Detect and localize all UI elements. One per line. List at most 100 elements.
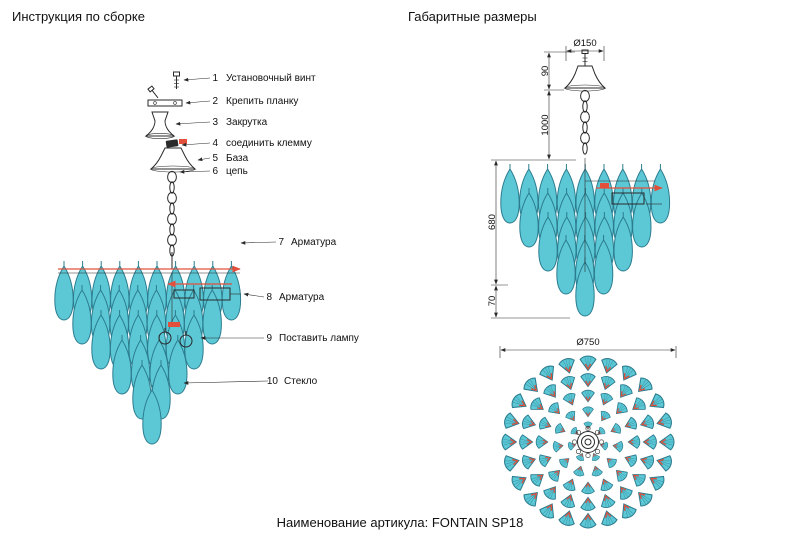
glass-fan: [649, 393, 665, 409]
glass-drop: [112, 335, 132, 395]
chain-link: [580, 89, 590, 103]
glass-fan: [562, 478, 576, 491]
glass-fan: [600, 375, 616, 391]
base-cup: [149, 147, 197, 173]
step-7-num: 7: [278, 237, 284, 248]
step-10-num: 10: [267, 376, 279, 387]
dim-canopy-diameter: Ø150: [573, 38, 596, 49]
mounting-bracket: [147, 99, 183, 107]
step-5-label: База: [226, 153, 249, 164]
glass-fan: [560, 493, 576, 509]
glass-fan: [548, 469, 561, 482]
chain-link: [582, 100, 588, 113]
chain-left: [167, 170, 177, 257]
glass-fan: [632, 474, 646, 487]
dim-body-height: 680: [487, 214, 498, 230]
glass-fan: [501, 433, 518, 451]
glass-fan: [600, 393, 614, 406]
glass-fan: [579, 355, 597, 372]
top-view: [501, 355, 675, 529]
glass-fan: [573, 465, 585, 477]
glass-fan: [559, 458, 570, 468]
step-1-num: 1: [212, 73, 218, 84]
hub-socket: [595, 429, 601, 435]
glass-fan: [565, 410, 576, 422]
dimension-lines: [491, 46, 677, 358]
glass-fan: [649, 475, 665, 491]
glass-fan: [624, 416, 637, 430]
hub-socket: [595, 449, 601, 455]
glass-fan: [535, 435, 549, 449]
hub-socket: [585, 425, 591, 431]
canopy-cup: [144, 111, 176, 139]
glass-drop: [593, 235, 614, 295]
terminal-block: [165, 139, 179, 148]
glass-fan: [575, 452, 585, 461]
step-9-label: Поставить лампу: [279, 333, 359, 344]
step-3-label: Закрутка: [226, 117, 268, 128]
glass-drop: [556, 235, 576, 295]
glass-drop: [613, 212, 633, 272]
screw-icon: [147, 85, 159, 99]
dimension-drawing: Ø150 90 1000 680 70 Ø750: [487, 38, 677, 529]
glass-drop: [54, 261, 74, 321]
glass-drop: [91, 310, 111, 370]
glass-fan: [582, 406, 594, 418]
dim-chain-length: 1000: [540, 114, 551, 135]
glass-fan: [600, 493, 616, 509]
dim-body-diameter: Ø750: [576, 337, 599, 348]
glass-fan: [555, 423, 566, 434]
glass-fan: [543, 384, 556, 398]
step-7-label: Арматура: [291, 237, 337, 248]
glass-drop: [650, 164, 671, 224]
glass-fan: [639, 414, 655, 430]
glass-fan: [548, 402, 561, 415]
step-2-label: Крепить планку: [226, 96, 298, 107]
chain-link: [169, 181, 175, 194]
glass-drop: [632, 188, 652, 248]
step-10-label: Стекло: [284, 376, 318, 387]
glass-drop: [142, 385, 162, 445]
glass-fan: [610, 423, 621, 434]
glass-fan: [656, 455, 672, 472]
chain-link: [167, 170, 177, 184]
glass-drop: [221, 261, 242, 321]
glass-fan: [656, 412, 672, 429]
hub-circle: [584, 438, 592, 446]
chain-link: [580, 110, 590, 124]
glass-fan: [523, 377, 539, 393]
glass-fan: [558, 510, 575, 526]
chain-link: [167, 233, 177, 247]
glass-fan: [581, 481, 595, 495]
glass-fan: [600, 410, 611, 422]
glass-fan: [504, 455, 520, 472]
glass-fan: [580, 496, 596, 511]
step-4-num: 4: [212, 138, 218, 149]
step-6-num: 6: [212, 166, 218, 177]
glass-fan: [521, 414, 537, 430]
assembly-title: Инструкция по сборке: [12, 9, 145, 24]
chain-link: [167, 191, 177, 205]
glass-fan: [523, 491, 539, 507]
glass-fan: [511, 475, 527, 491]
chain-link: [582, 121, 588, 134]
glass-fan: [558, 358, 575, 374]
glass-drop: [72, 285, 92, 345]
chain-link: [169, 202, 175, 215]
terminal-red-part: [179, 139, 187, 144]
lamp-sockets: [158, 322, 193, 348]
mounting-screw-icon: [173, 71, 180, 89]
dim-canopy-height: 90: [540, 66, 551, 77]
chain-right: [580, 89, 590, 155]
step-4-label: соединить клемму: [226, 138, 312, 149]
glass-fan: [624, 454, 637, 468]
chain-link: [169, 223, 175, 236]
glass-fan: [621, 365, 637, 381]
glass-fan: [521, 454, 537, 470]
glass-fan: [615, 469, 628, 482]
glass-fan: [543, 486, 556, 500]
glass-drop: [168, 335, 188, 395]
hub-socket: [585, 452, 591, 458]
glass-fan: [562, 393, 576, 406]
